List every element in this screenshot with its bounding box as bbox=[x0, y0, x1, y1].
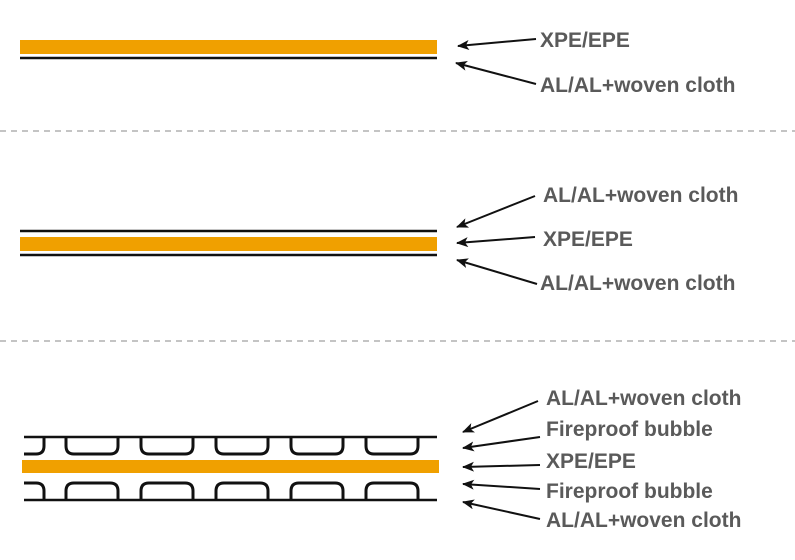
arrow bbox=[462, 436, 541, 452]
label-fireproof-bubble-bottom: Fireproof bubble bbox=[546, 480, 713, 503]
bubble-cell bbox=[214, 437, 270, 456]
label-xpe-epe: XPE/EPE bbox=[546, 450, 636, 473]
label-xpe-epe: XPE/EPE bbox=[540, 29, 630, 52]
panel-bubble-composite: AL/AL+woven cloth Fireproof bubble XPE/E… bbox=[22, 387, 741, 532]
foam-layer bbox=[20, 40, 437, 54]
bubble-cell bbox=[139, 481, 195, 500]
arrow bbox=[462, 461, 541, 472]
bubble-layer-top bbox=[24, 437, 420, 456]
arrow bbox=[462, 400, 539, 433]
bubble-layer-bottom bbox=[24, 481, 420, 500]
panel-double-sided: AL/AL+woven cloth XPE/EPE AL/AL+woven cl… bbox=[20, 184, 738, 295]
label-fireproof-bubble-top: Fireproof bubble bbox=[546, 418, 713, 441]
bubble-cell bbox=[24, 437, 46, 456]
bubble-cell bbox=[289, 481, 345, 500]
bubble-cell bbox=[289, 437, 345, 456]
label-al-woven-cloth-bottom: AL/AL+woven cloth bbox=[540, 272, 735, 295]
bubble-cell bbox=[64, 437, 120, 456]
arrow bbox=[456, 195, 536, 228]
bubble-cell bbox=[364, 481, 420, 500]
arrow bbox=[455, 60, 537, 85]
arrow bbox=[457, 38, 537, 50]
arrow bbox=[456, 258, 538, 285]
panel-single-sided: XPE/EPE AL/AL+woven cloth bbox=[20, 29, 735, 97]
bubble-cell bbox=[64, 481, 120, 500]
arrow bbox=[462, 479, 541, 490]
label-xpe-epe: XPE/EPE bbox=[543, 228, 633, 251]
bubble-cell bbox=[24, 481, 46, 500]
arrow bbox=[456, 236, 536, 248]
label-al-woven-cloth-top: AL/AL+woven cloth bbox=[546, 387, 741, 410]
foam-layer bbox=[20, 237, 437, 251]
label-al-woven-cloth-top: AL/AL+woven cloth bbox=[543, 184, 738, 207]
arrow bbox=[462, 499, 541, 520]
bubble-cell bbox=[364, 437, 420, 456]
foam-layer bbox=[22, 460, 439, 473]
bubble-cell bbox=[139, 437, 195, 456]
label-al-woven-cloth-bottom: AL/AL+woven cloth bbox=[546, 509, 741, 532]
bubble-cell bbox=[214, 481, 270, 500]
label-al-woven-cloth: AL/AL+woven cloth bbox=[540, 74, 735, 97]
